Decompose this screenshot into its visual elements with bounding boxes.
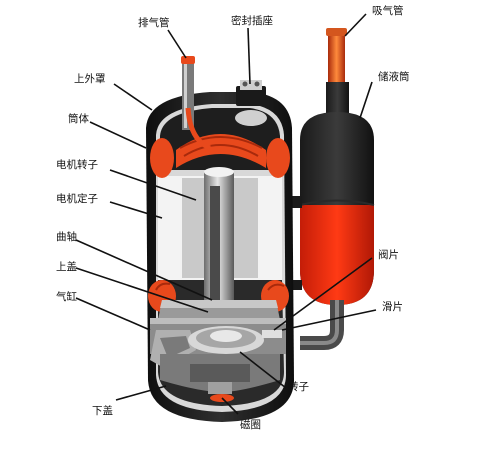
- label-rotor: 转子: [288, 380, 309, 393]
- pump-assembly: [150, 300, 286, 402]
- accumulator: [282, 28, 375, 350]
- labels: 排气管 密封插座 吸气管 上外罩 储液筒 筒体 电机转子 电机定子 曲轴 阀片 …: [56, 4, 410, 431]
- label-magnetic-ring: 磁圈: [240, 418, 261, 431]
- label-accumulator: 储液筒: [378, 70, 410, 83]
- discharge-pipe: [181, 56, 212, 151]
- label-upper-cover: 上盖: [56, 260, 77, 273]
- label-slide-vane: 滑片: [382, 300, 403, 313]
- label-discharge-pipe: 排气管: [138, 16, 170, 29]
- label-valve-plate: 阀片: [378, 248, 399, 261]
- label-cylinder: 气缸: [56, 290, 77, 303]
- sealed-terminal: [235, 80, 267, 126]
- leader-lines: [75, 13, 377, 415]
- label-suction-pipe: 吸气管: [372, 4, 404, 17]
- label-upper-shell: 上外罩: [74, 73, 106, 85]
- suction-pipe: [328, 32, 345, 90]
- label-crankshaft: 曲轴: [56, 230, 77, 243]
- label-motor-rotor: 电机转子: [56, 158, 98, 171]
- label-lower-cover: 下盖: [92, 404, 113, 417]
- label-cylinder-body: 筒体: [68, 112, 89, 125]
- label-motor-stator: 电机定子: [56, 192, 98, 205]
- label-sealed-terminal: 密封插座: [231, 14, 273, 27]
